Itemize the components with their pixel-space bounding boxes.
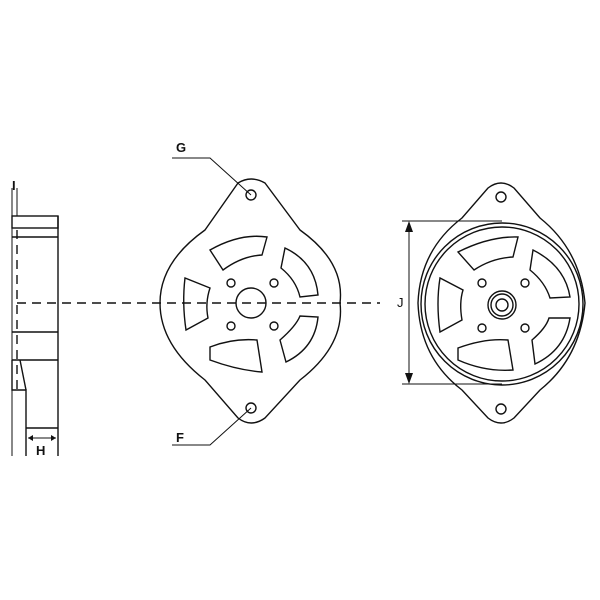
label-i: I [12,178,16,193]
label-h: H [36,443,45,458]
side-view: I H [11,178,59,458]
front-view: G F [159,140,342,446]
rear-view: J [397,182,586,424]
label-j: J [397,295,404,310]
label-g: G [176,140,186,155]
label-f: F [176,430,184,445]
